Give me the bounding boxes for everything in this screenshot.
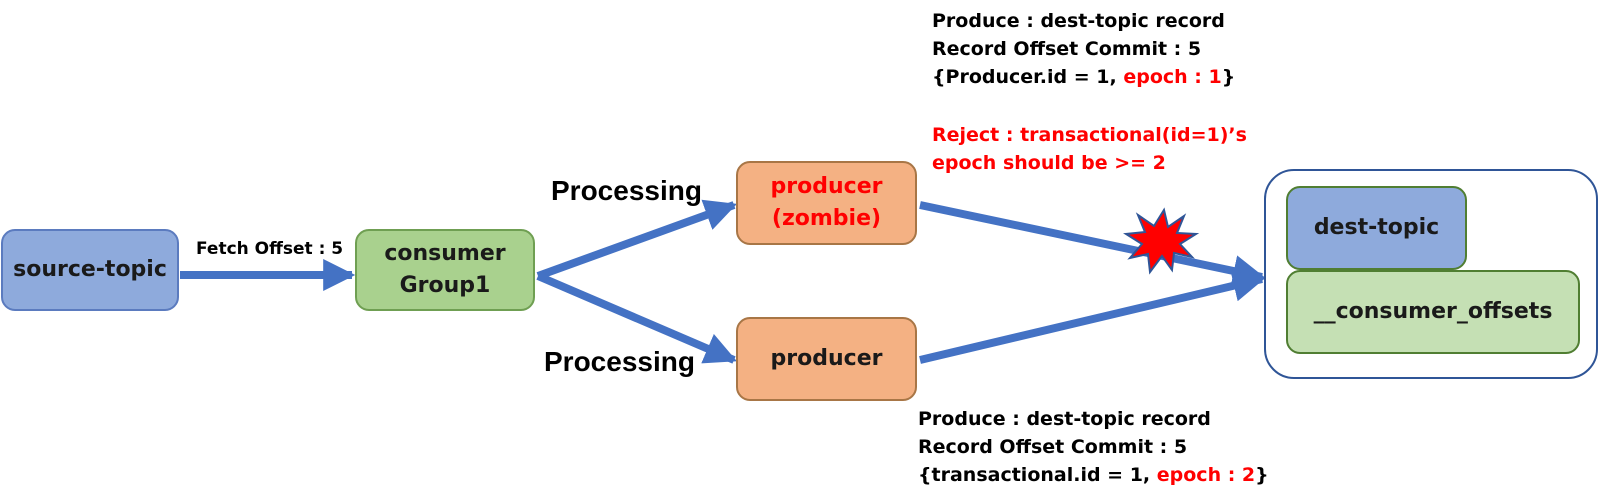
zombie-producer-label-line2: (zombie) (771, 206, 882, 231)
consumer-offsets-box: __consumer_offsets (1286, 270, 1580, 354)
processing-arrow-top (536, 199, 738, 280)
consumer-group-label-line2: Group1 (399, 273, 491, 298)
producer-note-id-prefix: {transactional.id = 1, (918, 464, 1157, 486)
zombie-note-commit: Record Offset Commit : 5 (932, 38, 1202, 60)
reject-note-line2: epoch should be >= 2 (932, 152, 1166, 174)
zombie-producer-label-line1: producer (770, 174, 883, 199)
producer-note-epoch: epoch : 2 (1156, 464, 1256, 486)
processing-arrow-bottom (536, 272, 737, 364)
zombie-produce-note: Produce : dest-topic record Record Offse… (932, 7, 1235, 91)
zombie-producer-box: producer (zombie) (736, 161, 917, 245)
consumer-offsets-label: __consumer_offsets (1313, 299, 1553, 324)
fetch-offset-label: Fetch Offset : 5 (196, 239, 344, 259)
source-topic-box: source-topic (1, 229, 179, 311)
producer-produce-arrow (919, 270, 1266, 364)
zombie-note-produce: Produce : dest-topic record (932, 10, 1225, 32)
explosion-burst-icon (1123, 207, 1200, 275)
dest-topic-box: dest-topic (1286, 186, 1467, 270)
producer-label: producer (770, 346, 883, 371)
processing-label-top: Processing (551, 175, 702, 206)
dest-topic-label: dest-topic (1313, 215, 1440, 240)
processing-label-bottom: Processing (544, 346, 695, 377)
reject-note-line1: Reject : transactional(id=1)’s (932, 124, 1247, 146)
producer-note-produce: Produce : dest-topic record (918, 408, 1211, 430)
zombie-note-epoch: epoch : 1 (1123, 66, 1222, 88)
zombie-note-id-suffix: } (1221, 66, 1236, 88)
consumer-group-label-line1: consumer (384, 241, 506, 266)
source-topic-label: source-topic (13, 257, 167, 282)
reject-note: Reject : transactional(id=1)’s epoch sho… (932, 121, 1247, 177)
producer-note-id-suffix: } (1255, 464, 1269, 486)
consumer-group-box: consumer Group1 (355, 229, 535, 311)
zombie-note-id-prefix: {Producer.id = 1, (932, 66, 1124, 88)
zombie-note-id: {Producer.id = 1, epoch : 1} (932, 63, 1235, 91)
producer-note-id: {transactional.id = 1, epoch : 2} (918, 461, 1269, 489)
producer-note-commit: Record Offset Commit : 5 (918, 436, 1188, 458)
producer-produce-note: Produce : dest-topic record Record Offse… (918, 405, 1269, 489)
producer-box: producer (736, 317, 917, 401)
zombie-produce-arrow (919, 201, 1266, 287)
